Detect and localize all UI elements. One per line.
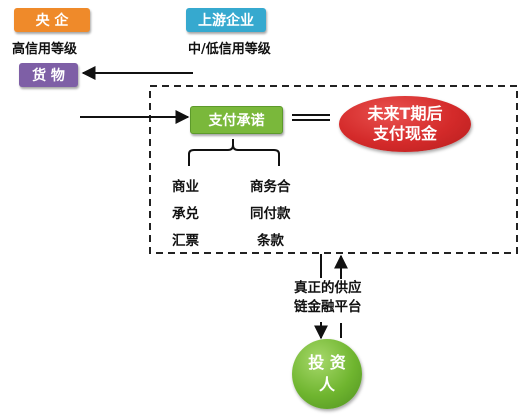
investor-circle: 投 资 人 (292, 339, 362, 409)
central-enterprise-subtitle: 高信用等级 (12, 42, 78, 57)
platform-label-line2: 链金融平台 (294, 299, 362, 315)
future-cash-oval: 未来T期后 支付现金 (339, 96, 471, 152)
instrument-right-column: 商务合 同付款 条款 (250, 174, 291, 255)
goods-tag: 货 物 (19, 63, 78, 87)
investor-line2: 人 (318, 375, 335, 394)
future-cash-line2: 支付现金 (372, 124, 437, 143)
instrument-left-item: 商业 (172, 179, 199, 195)
payment-commitment-box: 支付承诺 (190, 106, 283, 134)
platform-label: 真正的供应 链金融平台 (292, 279, 364, 317)
upstream-enterprise-subtitle: 中/低信用等级 (188, 42, 271, 57)
future-cash-line1: 未来T期后 (367, 104, 443, 123)
brace (188, 139, 280, 166)
instrument-right-item: 商务合 (250, 179, 291, 195)
central-enterprise-tag: 央 企 (14, 8, 90, 32)
instrument-left-item: 汇票 (172, 233, 199, 249)
instrument-right-item: 同付款 (250, 206, 291, 222)
upstream-enterprise-tag: 上游企业 (186, 8, 266, 32)
platform-boundary (149, 85, 518, 254)
investor-line1: 投 资 (308, 353, 346, 372)
instrument-left-item: 承兑 (172, 206, 199, 222)
platform-label-line1: 真正的供应 (294, 280, 362, 296)
instrument-right-item: 条款 (257, 233, 284, 249)
instrument-left-column: 商业 承兑 汇票 (172, 174, 199, 255)
